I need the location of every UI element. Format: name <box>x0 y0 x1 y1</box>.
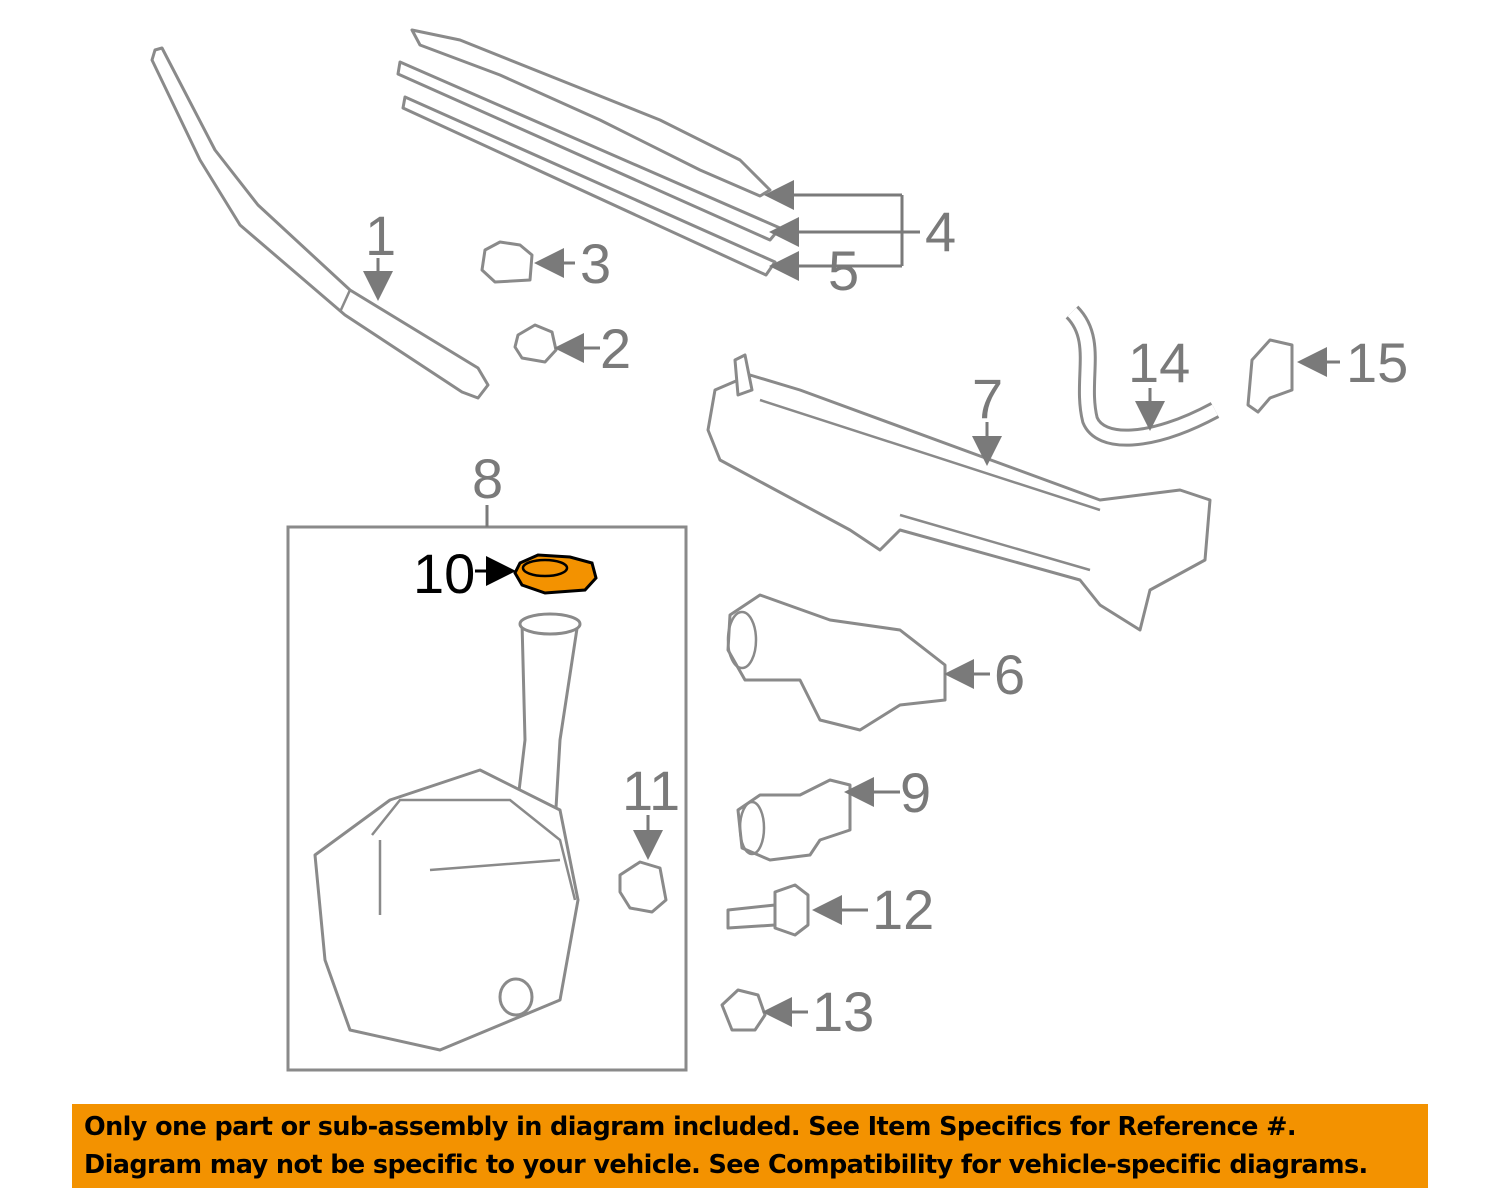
grommet-part <box>618 860 668 914</box>
callout-13: 13 <box>812 980 874 1043</box>
cap-part <box>480 240 534 284</box>
callout-11: 11 <box>622 759 680 822</box>
callout-15: 15 <box>1346 331 1408 394</box>
washer-reservoir-part <box>313 612 582 1052</box>
callout-5: 5 <box>828 239 859 302</box>
callout-9: 9 <box>900 761 931 824</box>
wiper-blade-part <box>396 28 782 277</box>
washer-pump-part <box>736 778 852 862</box>
callout-8: 8 <box>472 447 503 510</box>
nut-part <box>513 323 558 364</box>
callout-2: 2 <box>600 317 631 380</box>
callout-7: 7 <box>972 367 1003 430</box>
wiper-motor-part <box>726 593 947 732</box>
callout-14: 14 <box>1128 331 1190 394</box>
callout-1: 1 <box>365 204 396 267</box>
callout-6: 6 <box>994 643 1025 706</box>
callout-3: 3 <box>580 232 611 295</box>
nozzle-part <box>1246 338 1294 414</box>
reservoir-cap-part-highlighted <box>513 553 598 595</box>
callout-10: 10 <box>413 542 475 605</box>
disclaimer-line-2: Diagram may not be specific to your vehi… <box>84 1150 1368 1180</box>
joint-part <box>726 883 810 937</box>
wiper-linkage-part <box>706 353 1212 632</box>
bushing-part <box>720 988 767 1032</box>
wiper-arm-part <box>150 46 490 400</box>
callout-12: 12 <box>872 878 934 941</box>
disclaimer-line-1: Only one part or sub-assembly in diagram… <box>84 1112 1297 1142</box>
callout-4: 4 <box>925 200 956 263</box>
disclaimer-banner: Only one part or sub-assembly in diagram… <box>72 1104 1428 1188</box>
leader-lines <box>363 180 1340 1027</box>
